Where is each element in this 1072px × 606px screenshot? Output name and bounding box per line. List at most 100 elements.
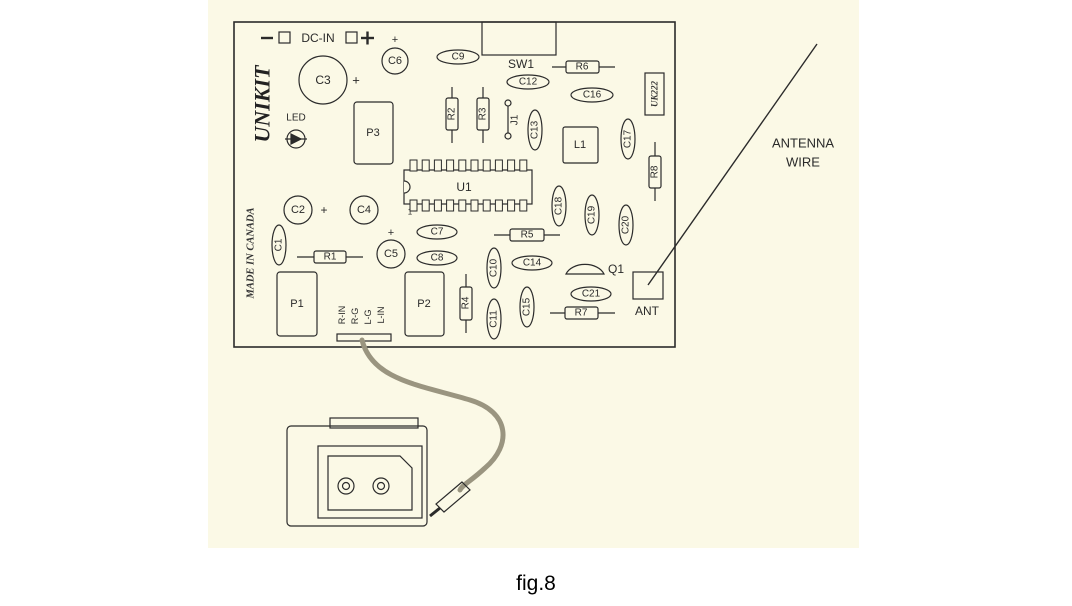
chip-pin-bottom: [507, 199, 516, 212]
sw1-box: [481, 21, 557, 56]
dc-plus-small: +: [392, 34, 398, 46]
cap-c5: [376, 239, 406, 269]
pot-p1: [276, 271, 318, 337]
cap-c17: [620, 118, 636, 160]
cap-c12-label: C12: [519, 77, 538, 88]
ant-pad: [632, 271, 664, 300]
chip-pin-bottom: [470, 199, 479, 212]
antenna-label-1: ANTENNA: [772, 136, 834, 151]
cap-c19: [584, 194, 600, 236]
chip-pin-top: [519, 159, 528, 172]
cap-c13-label: C13: [530, 120, 541, 139]
pin-l-g: L-G: [363, 309, 373, 324]
cap-c7: [416, 224, 458, 240]
chip-pin-top: [482, 159, 491, 172]
antenna-wire: [647, 43, 818, 286]
player-window: [317, 445, 423, 519]
cap-c18-label: C18: [554, 196, 565, 215]
pot-p2-label: P2: [417, 298, 430, 310]
cap-c21-label: C21: [582, 289, 601, 300]
cap-c8: [416, 250, 458, 266]
cap-c15: [519, 286, 535, 328]
cap-c10: [486, 247, 502, 289]
res-r3: [476, 97, 490, 131]
model-box: [644, 72, 665, 116]
cap-c19-label: C19: [587, 205, 598, 224]
origin-text: MADE IN CANADA: [246, 207, 257, 299]
transistor-q1: [565, 263, 605, 275]
chip-pin-bottom: [409, 199, 418, 212]
res-r5-label: R5: [521, 230, 534, 241]
jumper-j1-bottom: [504, 132, 512, 140]
pin-r-in: R-IN: [337, 306, 347, 325]
model-text: UK222: [650, 81, 660, 108]
cap-c5-plus: +: [388, 227, 394, 239]
res-r4: [459, 286, 473, 321]
coil-l1-label: L1: [574, 139, 586, 151]
cap-c6: [381, 47, 409, 75]
audio-plug-tip: [429, 506, 441, 518]
chip-pin-top: [409, 159, 418, 172]
cap-c17-label: C17: [623, 129, 634, 148]
cap-c2-label: C2: [291, 204, 305, 216]
cap-c16: [570, 87, 614, 103]
chip-u1-notch: [403, 180, 411, 194]
pot-p1-label: P1: [290, 298, 303, 310]
chip-pin-top: [421, 159, 430, 172]
cap-c3: [298, 55, 348, 105]
res-r4-label: R4: [461, 296, 472, 309]
cap-c16-label: C16: [583, 90, 602, 101]
cap-c18: [551, 185, 567, 227]
chip-pin-bottom: [433, 199, 442, 212]
cap-c1: [271, 224, 287, 266]
res-r7-label: R7: [575, 308, 588, 319]
res-r2: [445, 97, 459, 131]
player-inner: [327, 455, 413, 511]
cap-c9: [436, 49, 480, 65]
cap-c9-label: C9: [452, 52, 465, 63]
chip-pin-top: [446, 159, 455, 172]
jumper-j1-top: [504, 99, 512, 107]
chip-pin-top: [494, 159, 503, 172]
res-r6: [565, 60, 600, 74]
chip-pin-top: [433, 159, 442, 172]
pin-r-g: R-G: [350, 308, 360, 325]
chip-u1-label: U1: [456, 180, 472, 194]
res-r1: [313, 250, 347, 264]
cap-c15-label: C15: [522, 297, 533, 316]
player-top-ridge: [329, 417, 419, 429]
pot-p3: [353, 101, 394, 165]
cap-c12: [506, 74, 550, 90]
cap-c20: [618, 204, 634, 246]
reel-left-inner: [341, 481, 351, 491]
chip-pin-bottom: [446, 199, 455, 212]
cap-c14: [511, 255, 553, 271]
brand-text: UNIKIT: [250, 64, 275, 143]
chip-pin-bottom: [458, 199, 467, 212]
led-triangle: [290, 133, 303, 145]
chip-pin-top: [458, 159, 467, 172]
res-r7: [564, 306, 599, 320]
cap-c3-plus: +: [352, 73, 360, 88]
cap-c8-label: C8: [431, 253, 444, 264]
cap-c7-label: C7: [431, 227, 444, 238]
jumper-j1-label: J1: [510, 114, 521, 125]
switch-sw1-label: SW1: [508, 57, 534, 71]
player-body: [286, 425, 428, 527]
pot-p3-label: P3: [366, 127, 379, 139]
reel-right-outer: [372, 477, 390, 495]
dc-in-label: DC-IN: [301, 31, 334, 45]
res-r5: [509, 228, 545, 242]
chip-pin-top: [507, 159, 516, 172]
led-label: LED: [286, 113, 305, 124]
pcb-board-outline: [233, 21, 676, 348]
audio-cable: [359, 337, 506, 493]
chip-pin-bottom: [482, 199, 491, 212]
cap-c5-label: C5: [384, 248, 398, 260]
cap-c2: [283, 195, 313, 225]
transistor-q1-label: Q1: [608, 262, 624, 276]
ant-label: ANT: [635, 304, 660, 318]
chip-pin-bottom: [494, 199, 503, 212]
res-r6-label: R6: [576, 62, 589, 73]
dc-plus-pad: [345, 31, 358, 44]
